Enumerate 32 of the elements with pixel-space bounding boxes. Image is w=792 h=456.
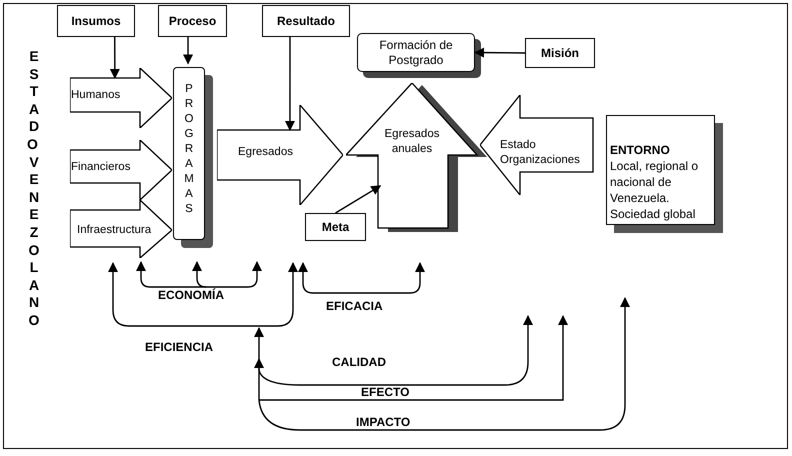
vertical-title: ESTADO VENEZOLANO xyxy=(27,48,40,330)
box-label: Misión xyxy=(541,45,579,62)
arrow xyxy=(335,185,382,214)
label-box xyxy=(262,5,350,37)
shape-label: Egresados anuales xyxy=(384,127,440,157)
label-box xyxy=(158,5,227,37)
label-box xyxy=(305,213,366,241)
box-label: Formación de Postgrado xyxy=(378,38,454,68)
shape-label: Infraestructura xyxy=(77,223,152,238)
label-box xyxy=(525,38,595,68)
arrow xyxy=(284,37,295,131)
shape-label: Humanos xyxy=(71,88,120,103)
box-label: Meta xyxy=(322,219,350,236)
shape-label: Estado Organizaciones xyxy=(500,138,581,168)
measure-label: CALIDAD xyxy=(332,355,386,369)
box-label: Resultado xyxy=(276,13,335,30)
label-box xyxy=(57,5,135,37)
measure-label: ECONOMÍA xyxy=(158,288,224,302)
shape-label: Egresados xyxy=(238,145,293,160)
box-text: Local, regional o nacional de Venezuela. Sociedad global xyxy=(610,158,700,222)
arrow xyxy=(474,48,525,58)
measure-label: EFICIENCIA xyxy=(145,340,214,354)
arrow xyxy=(183,37,194,65)
shape-label: Financieros xyxy=(71,160,130,175)
box-heading: ENTORNO xyxy=(610,142,671,158)
box-label: Insumos xyxy=(71,13,121,30)
box-label: Proceso xyxy=(168,13,216,30)
measure-label: EFECTO xyxy=(361,385,410,399)
measure-label: IMPACTO xyxy=(356,415,410,429)
measure-label: EFICACIA xyxy=(326,299,383,313)
vertical-label: PROGRAMAS xyxy=(183,82,195,217)
arrow xyxy=(110,37,120,80)
